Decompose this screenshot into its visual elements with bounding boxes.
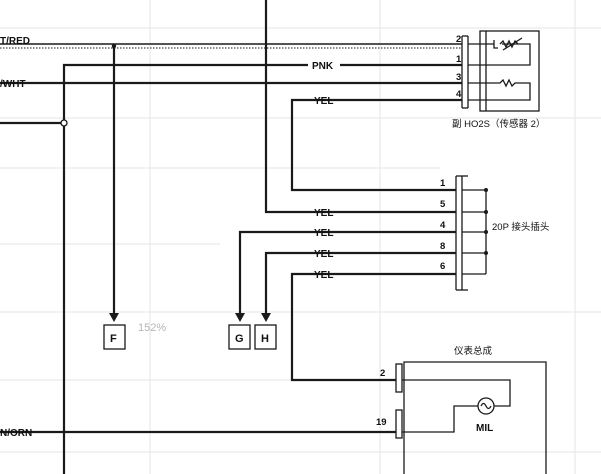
connector-20p-pin-8: 8 xyxy=(440,241,445,252)
mil-circuit-bottom xyxy=(402,405,478,433)
arrow-to-h xyxy=(261,313,271,322)
ho2s-sensor xyxy=(468,30,540,112)
connector-20p-node xyxy=(484,230,488,234)
wire-yel-pin5 xyxy=(238,230,456,318)
mil-circuit-top xyxy=(402,379,511,407)
label-yel-pin8: YEL xyxy=(314,249,333,260)
label-bg-pnk xyxy=(308,58,340,72)
instrument-pin-19-connector xyxy=(395,409,403,439)
label-yel-pin6: YEL xyxy=(314,270,333,281)
label-wht-red: T/RED xyxy=(0,36,30,47)
label-yel-pin5: YEL xyxy=(314,228,333,239)
ho2s-pin-4: 4 xyxy=(456,89,462,100)
zoom-level-indicator: 152% xyxy=(138,322,166,334)
terminal-h-label: H xyxy=(261,333,269,345)
ho2s-pin-2: 2 xyxy=(456,34,461,45)
ho2s-pin-1: 1 xyxy=(456,54,462,65)
instrument-panel-title: 仪表总成 xyxy=(454,345,493,357)
arrow-to-g xyxy=(235,313,245,322)
label-blu-wht: /WHT xyxy=(0,79,26,90)
connector-20p-node xyxy=(484,210,488,214)
connector-20p-node xyxy=(484,251,488,255)
ho2s-caption: 副 HO2S（传感器 2） xyxy=(452,118,545,130)
label-brn-orn: N/ORN xyxy=(0,428,32,439)
connector-20p-pin-6: 6 xyxy=(440,261,445,272)
connector-20p-pin-4: 4 xyxy=(440,220,446,231)
connector-20p-pin-1: 1 xyxy=(440,178,446,189)
mil-lamp-icon xyxy=(477,397,495,415)
label-yel-ho2s-4: YEL xyxy=(314,96,333,107)
connector-20p: 1 5 4 8 6 xyxy=(440,175,488,291)
wire-yel-pin4 xyxy=(264,0,456,214)
terminal-h-box xyxy=(254,324,277,350)
wire-yel-ho2s-4 xyxy=(290,98,462,192)
ho2s-pin-3: 3 xyxy=(456,72,461,83)
instrument-pin-2-connector xyxy=(395,363,403,393)
arrow-to-f xyxy=(109,313,119,322)
terminal-f-box xyxy=(103,324,126,350)
ho2s-connector: 2 1 3 4 xyxy=(456,34,469,109)
terminal-g-box xyxy=(228,324,251,350)
instrument-panel-outline xyxy=(403,361,547,474)
ho2s-heater xyxy=(486,78,531,101)
instrument-panel: 2 19 xyxy=(376,361,547,474)
connector-20p-node xyxy=(484,188,488,192)
label-yel-pin4: YEL xyxy=(314,208,333,219)
label-pnk: PNK xyxy=(312,61,334,72)
ho2s-sensing-element xyxy=(486,40,531,66)
terminal-f-label: F xyxy=(110,333,117,345)
wire-yel-pin8 xyxy=(264,251,456,318)
splice-point xyxy=(60,119,68,127)
wire-yel-pin6 xyxy=(290,272,456,382)
instrument-pin-2: 2 xyxy=(380,368,385,379)
ho2s-variable-arrow xyxy=(502,37,523,51)
ho2s-sensing-zigzag xyxy=(499,39,519,49)
mil-lamp-filament-icon xyxy=(480,402,492,410)
instrument-pin-19: 19 xyxy=(376,417,387,428)
terminal-g-label: G xyxy=(235,333,244,345)
ho2s-sensor-outline xyxy=(479,30,540,112)
connector-20p-pin-5: 5 xyxy=(440,199,446,210)
mil-label: MIL xyxy=(476,423,493,434)
connector-20p-caption: 20P 接头插头 xyxy=(492,221,549,233)
